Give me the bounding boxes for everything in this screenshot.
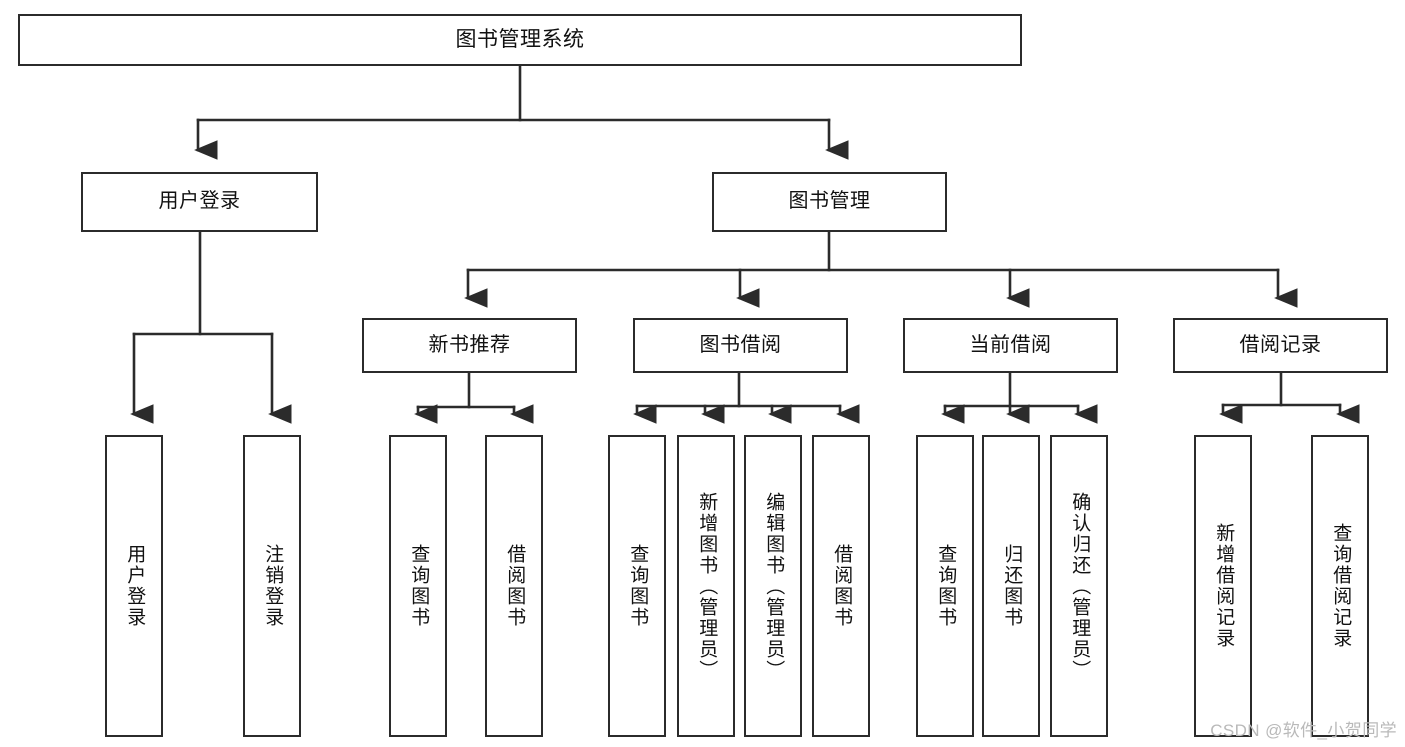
node-leaf-query-book-3[interactable]: 查询图书 <box>916 435 974 737</box>
node-new-book-recommend-label: 新书推荐 <box>428 333 511 356</box>
node-leaf-query-book-2-label: 查询图书 <box>627 544 649 628</box>
node-leaf-add-book[interactable]: 新增图书（管理员） <box>677 435 735 737</box>
node-user-login-label: 用户登录 <box>158 190 241 213</box>
node-leaf-query-record-label: 查询借阅记录 <box>1330 523 1352 649</box>
node-leaf-logout[interactable]: 注销登录 <box>243 435 301 737</box>
node-leaf-borrow-book-1-label: 借阅图书 <box>504 544 526 628</box>
node-book-management-label: 图书管理 <box>788 190 871 213</box>
node-leaf-borrow-book-2-label: 借阅图书 <box>831 544 853 628</box>
node-root[interactable]: 图书管理系统 <box>18 14 1022 66</box>
node-leaf-edit-book[interactable]: 编辑图书（管理员） <box>744 435 802 737</box>
node-borrow-record[interactable]: 借阅记录 <box>1173 318 1388 373</box>
node-user-login[interactable]: 用户登录 <box>81 172 318 232</box>
node-leaf-query-book-2[interactable]: 查询图书 <box>608 435 666 737</box>
node-leaf-query-book-1-label: 查询图书 <box>408 544 430 628</box>
node-leaf-confirm-return[interactable]: 确认归还（管理员） <box>1050 435 1108 737</box>
node-leaf-query-record[interactable]: 查询借阅记录 <box>1311 435 1369 737</box>
node-leaf-user-login-label: 用户登录 <box>124 544 146 628</box>
node-root-label: 图书管理系统 <box>455 27 585 51</box>
node-leaf-return-book-label: 归还图书 <box>1001 544 1023 628</box>
node-leaf-borrow-book-1[interactable]: 借阅图书 <box>485 435 543 737</box>
node-leaf-edit-book-label: 编辑图书（管理员） <box>763 491 785 681</box>
node-current-borrow[interactable]: 当前借阅 <box>903 318 1118 373</box>
node-leaf-add-record[interactable]: 新增借阅记录 <box>1194 435 1252 737</box>
node-borrow-record-label: 借阅记录 <box>1239 333 1322 356</box>
node-leaf-query-book-1[interactable]: 查询图书 <box>389 435 447 737</box>
node-leaf-return-book[interactable]: 归还图书 <box>982 435 1040 737</box>
node-new-book-recommend[interactable]: 新书推荐 <box>362 318 577 373</box>
node-leaf-confirm-return-label: 确认归还（管理员） <box>1069 491 1091 681</box>
node-book-management[interactable]: 图书管理 <box>712 172 947 232</box>
node-leaf-user-login[interactable]: 用户登录 <box>105 435 163 737</box>
node-book-borrow-label: 图书借阅 <box>699 333 782 356</box>
csdn-watermark: CSDN @软件_小贺同学 <box>1210 721 1397 740</box>
node-book-borrow[interactable]: 图书借阅 <box>633 318 848 373</box>
node-leaf-add-book-label: 新增图书（管理员） <box>696 491 718 681</box>
node-leaf-add-record-label: 新增借阅记录 <box>1213 523 1235 649</box>
node-leaf-query-book-3-label: 查询图书 <box>935 544 957 628</box>
node-leaf-logout-label: 注销登录 <box>262 544 284 628</box>
node-leaf-borrow-book-2[interactable]: 借阅图书 <box>812 435 870 737</box>
node-current-borrow-label: 当前借阅 <box>969 333 1052 356</box>
